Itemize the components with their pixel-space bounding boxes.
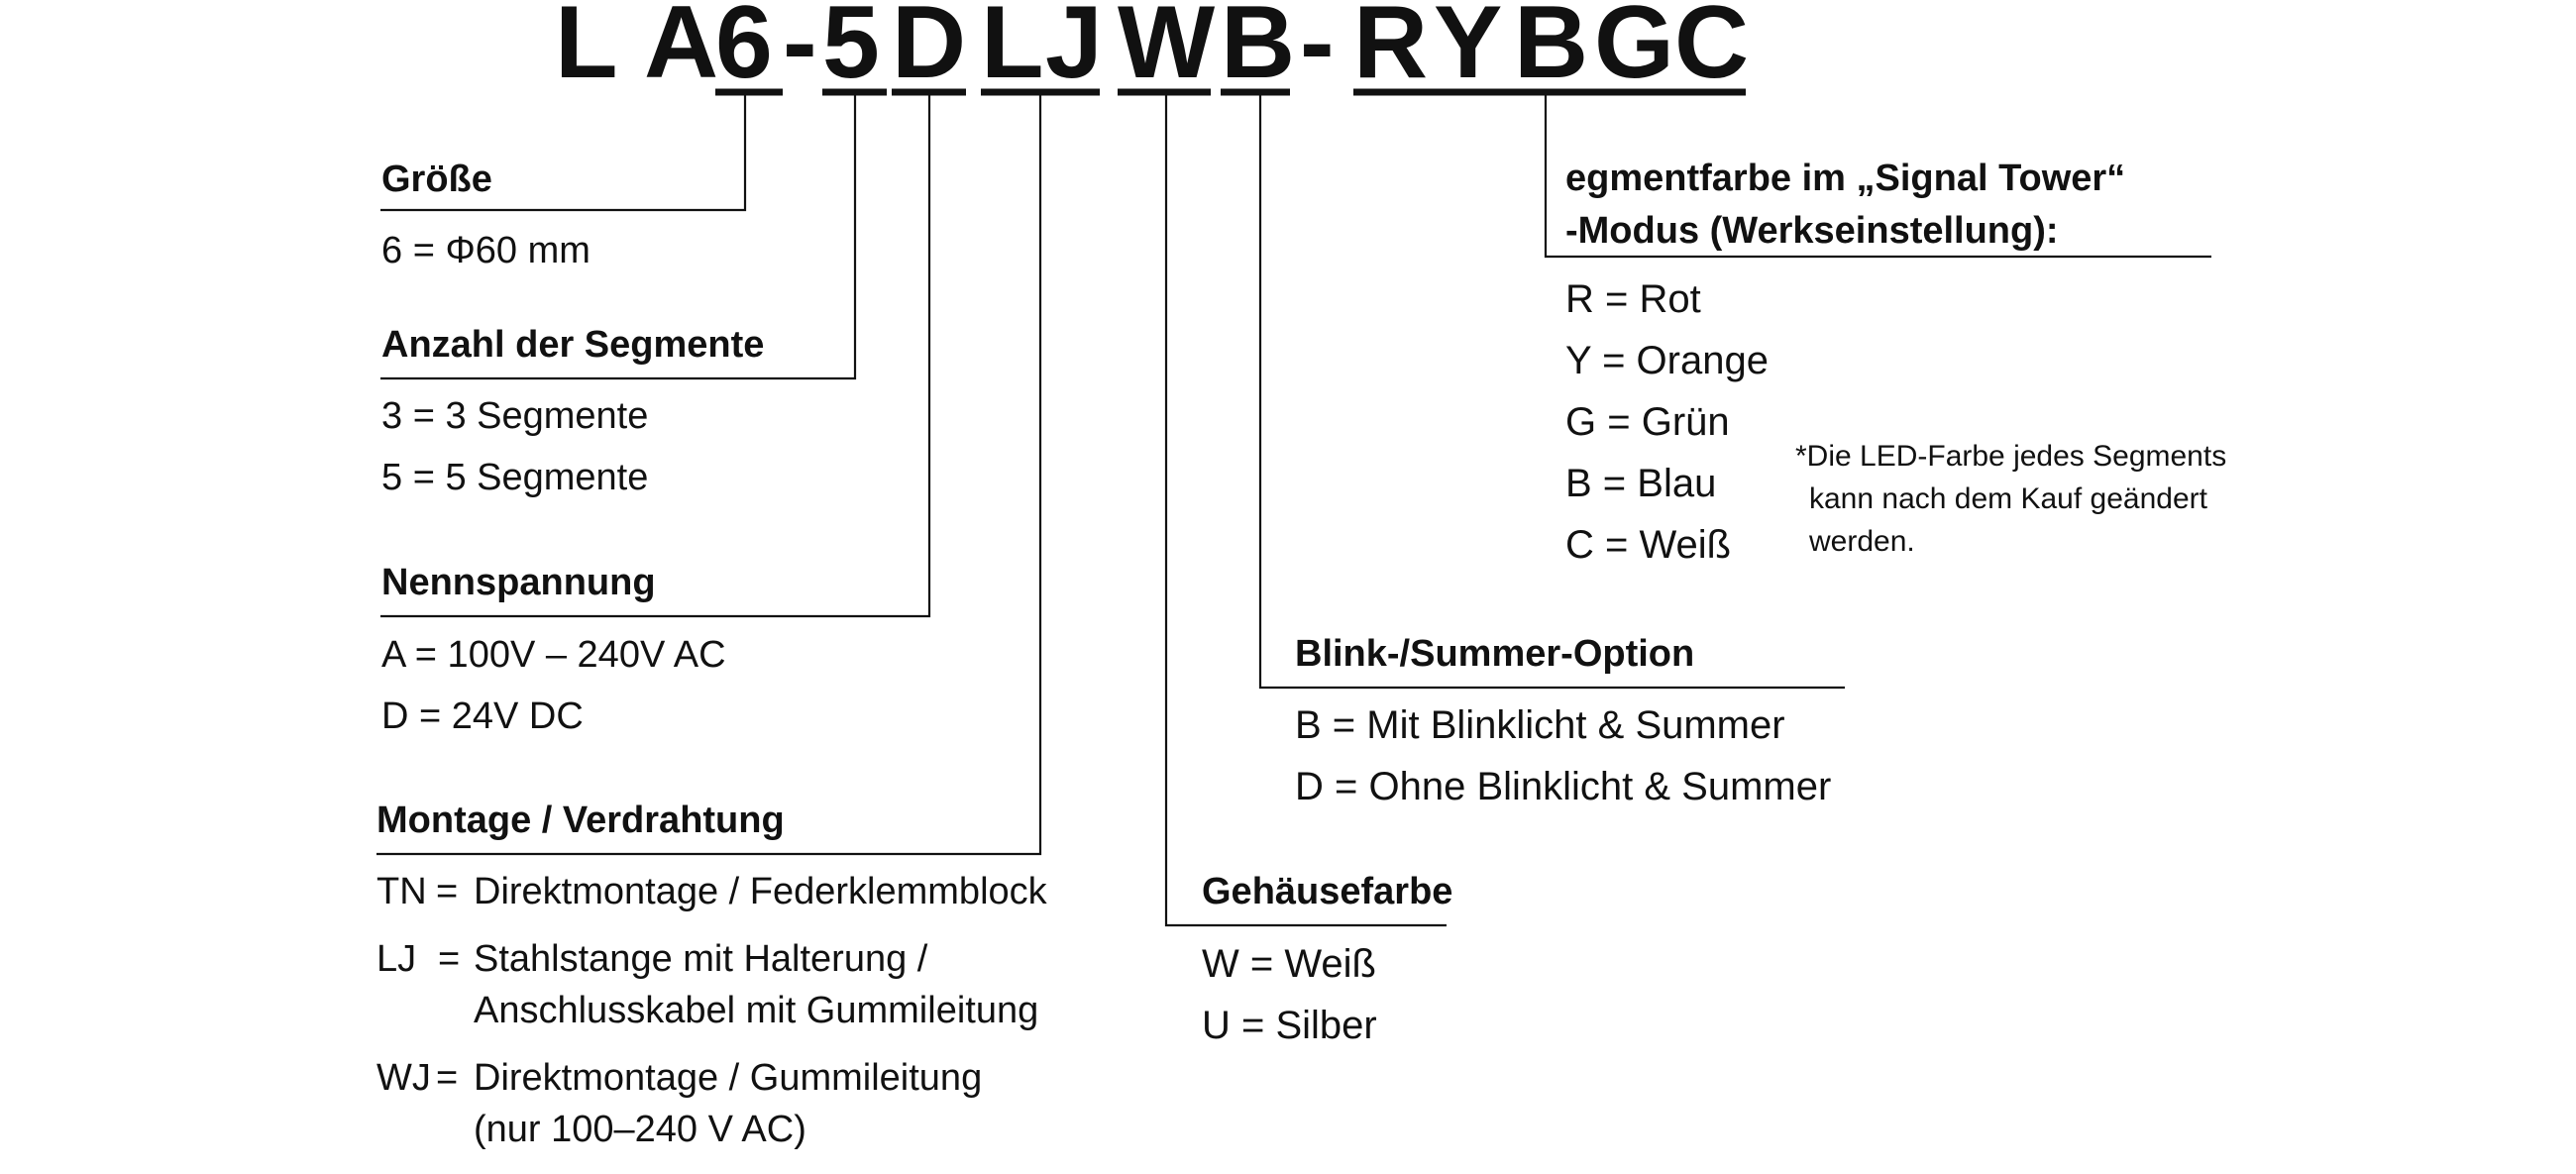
color-note-1: *Die LED-Farbe jedes Segments [1795,440,2226,473]
option-mount-code-lj: LJ [376,938,416,980]
leader-segments [380,95,857,380]
option-color-y: Y = Orange [1565,339,1769,382]
option-color-b: B = Blau [1565,462,1716,505]
code-char-mount-1: L [981,0,1046,100]
heading-segment-color-1: egmentfarbe im „Signal Tower“ [1565,158,2125,199]
option-color-g: G = Grün [1565,400,1730,444]
option-mount-desc-lj-2: Anschlusskabel mit Gummileitung [474,990,1038,1031]
code-char-housing: W [1118,0,1217,100]
heading-blink-option: Blink-/Summer-Option [1295,633,1694,675]
color-note-2: kann nach dem Kauf geändert [1809,482,2208,515]
leader-voltage [380,95,931,618]
group-segment-color: egmentfarbe im „Signal Tower“ -Modus (We… [1565,158,2226,567]
heading-mounting: Montage / Verdrahtung [376,800,785,841]
option-mount-desc-wj-1: Direktmontage / Gummileitung [474,1057,982,1099]
heading-segments: Anzahl der Segmente [381,324,764,366]
option-size-6: 6 = Φ60 mm [381,230,590,271]
code-char-mount-2: J [1045,0,1105,100]
leader-size [380,95,747,212]
option-blink-b: B = Mit Blinklicht & Summer [1295,703,1785,747]
group-housing-color: Gehäusefarbe W = Weiß U = Silber [1202,871,1452,1047]
leader-lines [376,95,2211,927]
code-char-dash-1: - [783,0,819,100]
option-mount-code-wj: WJ [376,1057,431,1099]
group-segments: Anzahl der Segmente 3 = 3 Segmente 5 = 5… [381,324,764,498]
option-mount-desc-lj-1: Stahlstange mit Halterung / [474,938,928,980]
leader-colors [1544,95,2211,259]
leader-housing [1164,95,1447,927]
option-mount-desc-wj-2: (nur 100–240 V AC) [474,1109,806,1150]
code-char-color-2: Y [1434,0,1504,100]
code-char-dash-2: - [1300,0,1337,100]
heading-size: Größe [381,159,492,200]
option-mount-code-tn: TN [376,871,427,912]
option-housing-u: U = Silber [1202,1004,1377,1047]
option-color-c: C = Weiß [1565,523,1731,567]
option-segments-3: 3 = 3 Segmente [381,395,648,437]
code-char-color-4: G [1594,0,1676,100]
code-char-color-5: C [1674,0,1751,100]
code-char-size: 6 [715,0,775,100]
leader-blink [1258,95,1845,690]
option-color-r: R = Rot [1565,277,1701,321]
color-note-3: werden. [1808,525,1915,558]
code-char-L: L [555,0,620,100]
model-code: L A 6 - 5 D L J W B - R Y B G C [555,0,1751,100]
code-char-color-3: B [1514,0,1590,100]
group-size: Größe 6 = Φ60 mm [381,159,590,271]
group-mounting: Montage / Verdrahtung TN = Direktmontage… [376,800,1048,1150]
option-voltage-a: A = 100V – 240V AC [381,634,726,676]
option-mount-sep-lj: = [438,938,460,980]
option-housing-w: W = Weiß [1202,942,1376,986]
code-char-A: A [644,0,720,100]
option-segments-5: 5 = 5 Segmente [381,457,648,498]
option-mount-sep-wj: = [436,1057,458,1099]
option-mount-desc-tn: Direktmontage / Federklemmblock [474,871,1048,912]
heading-housing-color: Gehäusefarbe [1202,871,1452,912]
leader-mount [376,95,1042,856]
group-voltage: Nennspannung A = 100V – 240V AC D = 24V … [381,562,726,737]
heading-voltage: Nennspannung [381,562,656,603]
option-mount-sep-tn: = [436,871,458,912]
code-char-blink: B [1221,0,1297,100]
option-blink-d: D = Ohne Blinklicht & Summer [1295,765,1831,808]
group-blink-option: Blink-/Summer-Option B = Mit Blinklicht … [1295,633,1831,808]
code-char-color-1: R [1353,0,1430,100]
heading-segment-color-2: -Modus (Werkseinstellung): [1565,210,2059,252]
code-char-voltage: D [892,0,968,100]
option-voltage-d: D = 24V DC [381,695,584,737]
code-char-segments: 5 [822,0,882,100]
